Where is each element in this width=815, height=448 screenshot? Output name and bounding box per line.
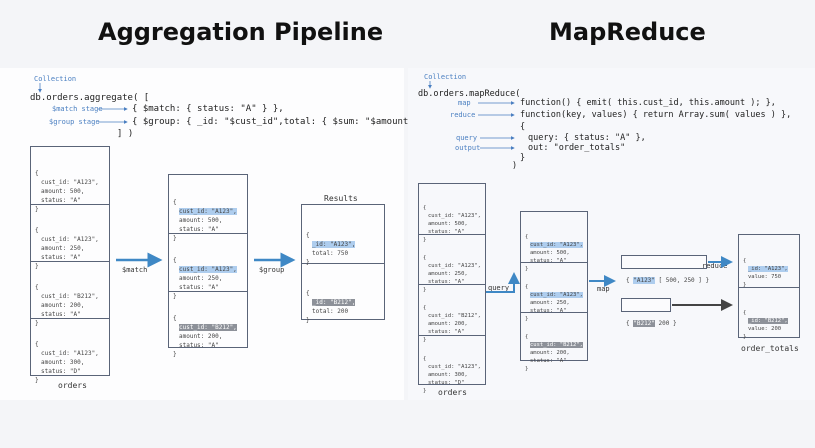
- out-code: out: "order_totals": [528, 143, 626, 153]
- aggregation-panel: Collection db.orders.aggregate( [ $match…: [0, 68, 446, 400]
- result-doc: {_id: "A123",total: 750}: [306, 232, 356, 266]
- group-stage-label: $group stage: [49, 118, 100, 126]
- options-close-brace: }: [520, 153, 526, 163]
- map-arrow-label: map: [597, 285, 610, 293]
- order-doc: {cust_id: "A123",amount: 250,status: "A"…: [35, 227, 99, 270]
- mr-order-doc: {cust_id: "A123",amount: 250,status: "A"…: [423, 255, 481, 293]
- map-label: map: [458, 99, 471, 107]
- map-code: function() { emit( this.cust_id, this.am…: [520, 98, 776, 108]
- mapreduce-close-paren: ): [512, 161, 518, 171]
- order-totals-collection: [738, 234, 800, 338]
- query-arrow: [486, 272, 520, 293]
- aggregation-arrows: [38, 83, 296, 268]
- mr-orders-caption: orders: [438, 388, 467, 397]
- queried-doc: {cust_id: "A123",amount: 250,status: "A"…: [525, 284, 583, 322]
- queried-doc: {cust_id: "B212",amount: 200,status: "A"…: [525, 334, 583, 372]
- reduce-arrow-label: reduce: [702, 262, 728, 270]
- matched-doc: {cust_id: "B212",amount: 200,status: "A"…: [173, 315, 237, 358]
- mr-collection-label: Collection: [424, 73, 467, 81]
- match-stage-label: $match stage: [52, 105, 103, 113]
- results-collection: [301, 204, 385, 320]
- query-arrow-label: query: [488, 284, 510, 292]
- query-label: query: [456, 134, 478, 142]
- result-doc: {_id: "B212",total: 200}: [306, 290, 356, 324]
- mapreduce-panel: Collection db.orders.mapReduce( map redu…: [408, 68, 815, 400]
- mapreduce-arrows: [428, 81, 733, 311]
- mapreduce-title: MapReduce: [549, 18, 706, 46]
- reduce-label: reduce: [450, 111, 476, 119]
- queried-collection: [520, 211, 588, 361]
- matched-doc: {cust_id: "A123",amount: 250,status: "A"…: [173, 257, 237, 300]
- map-output-a123: { "A123" [ 500, 250 ] }: [621, 255, 709, 284]
- mr-orders-collection: [418, 183, 486, 385]
- group-arrow-label: $group: [259, 266, 285, 274]
- aggregate-call: db.orders.aggregate( [: [30, 93, 150, 103]
- queried-doc: {cust_id: "A123",amount: 500,status: "A"…: [525, 234, 583, 272]
- aggregation-title: Aggregation Pipeline: [98, 18, 384, 46]
- matched-collection: [168, 174, 248, 348]
- total-doc: {_id: "B212",value: 200}: [743, 310, 788, 340]
- order-totals-caption: order_totals: [741, 344, 799, 353]
- order-doc: {cust_id: "B212",amount: 200,status: "A"…: [35, 284, 99, 327]
- mr-order-doc: {cust_id: "A123",amount: 500,status: "A"…: [423, 205, 481, 243]
- aggregate-close: ] ): [117, 129, 134, 139]
- results-caption: Results: [324, 194, 358, 203]
- match-code: { $match: { status: "A" } },: [132, 104, 284, 114]
- match-arrow-label: $match: [122, 266, 148, 274]
- options-open-brace: {: [520, 122, 526, 132]
- mr-order-doc: {cust_id: "B212",amount: 200,status: "A"…: [423, 305, 481, 343]
- output-label: output: [455, 144, 481, 152]
- order-doc: {cust_id: "A123",amount: 500,status: "A"…: [35, 170, 99, 213]
- mr-order-doc: {cust_id: "A123",amount: 300,status: "D"…: [423, 356, 481, 394]
- matched-doc: {cust_id: "A123",amount: 500,status: "A"…: [173, 199, 237, 242]
- query-code: query: { status: "A" },: [528, 133, 646, 143]
- orders-collection: [30, 146, 110, 376]
- orders-caption: orders: [58, 381, 87, 390]
- total-doc: {_id: "A123",value: 750}: [743, 258, 788, 288]
- order-doc: {cust_id: "A123",amount: 300,status: "D"…: [35, 341, 99, 384]
- collection-label: Collection: [34, 75, 77, 83]
- mapreduce-call: db.orders.mapReduce(: [418, 89, 521, 99]
- reduce-code: function(key, values) { return Array.sum…: [520, 110, 792, 120]
